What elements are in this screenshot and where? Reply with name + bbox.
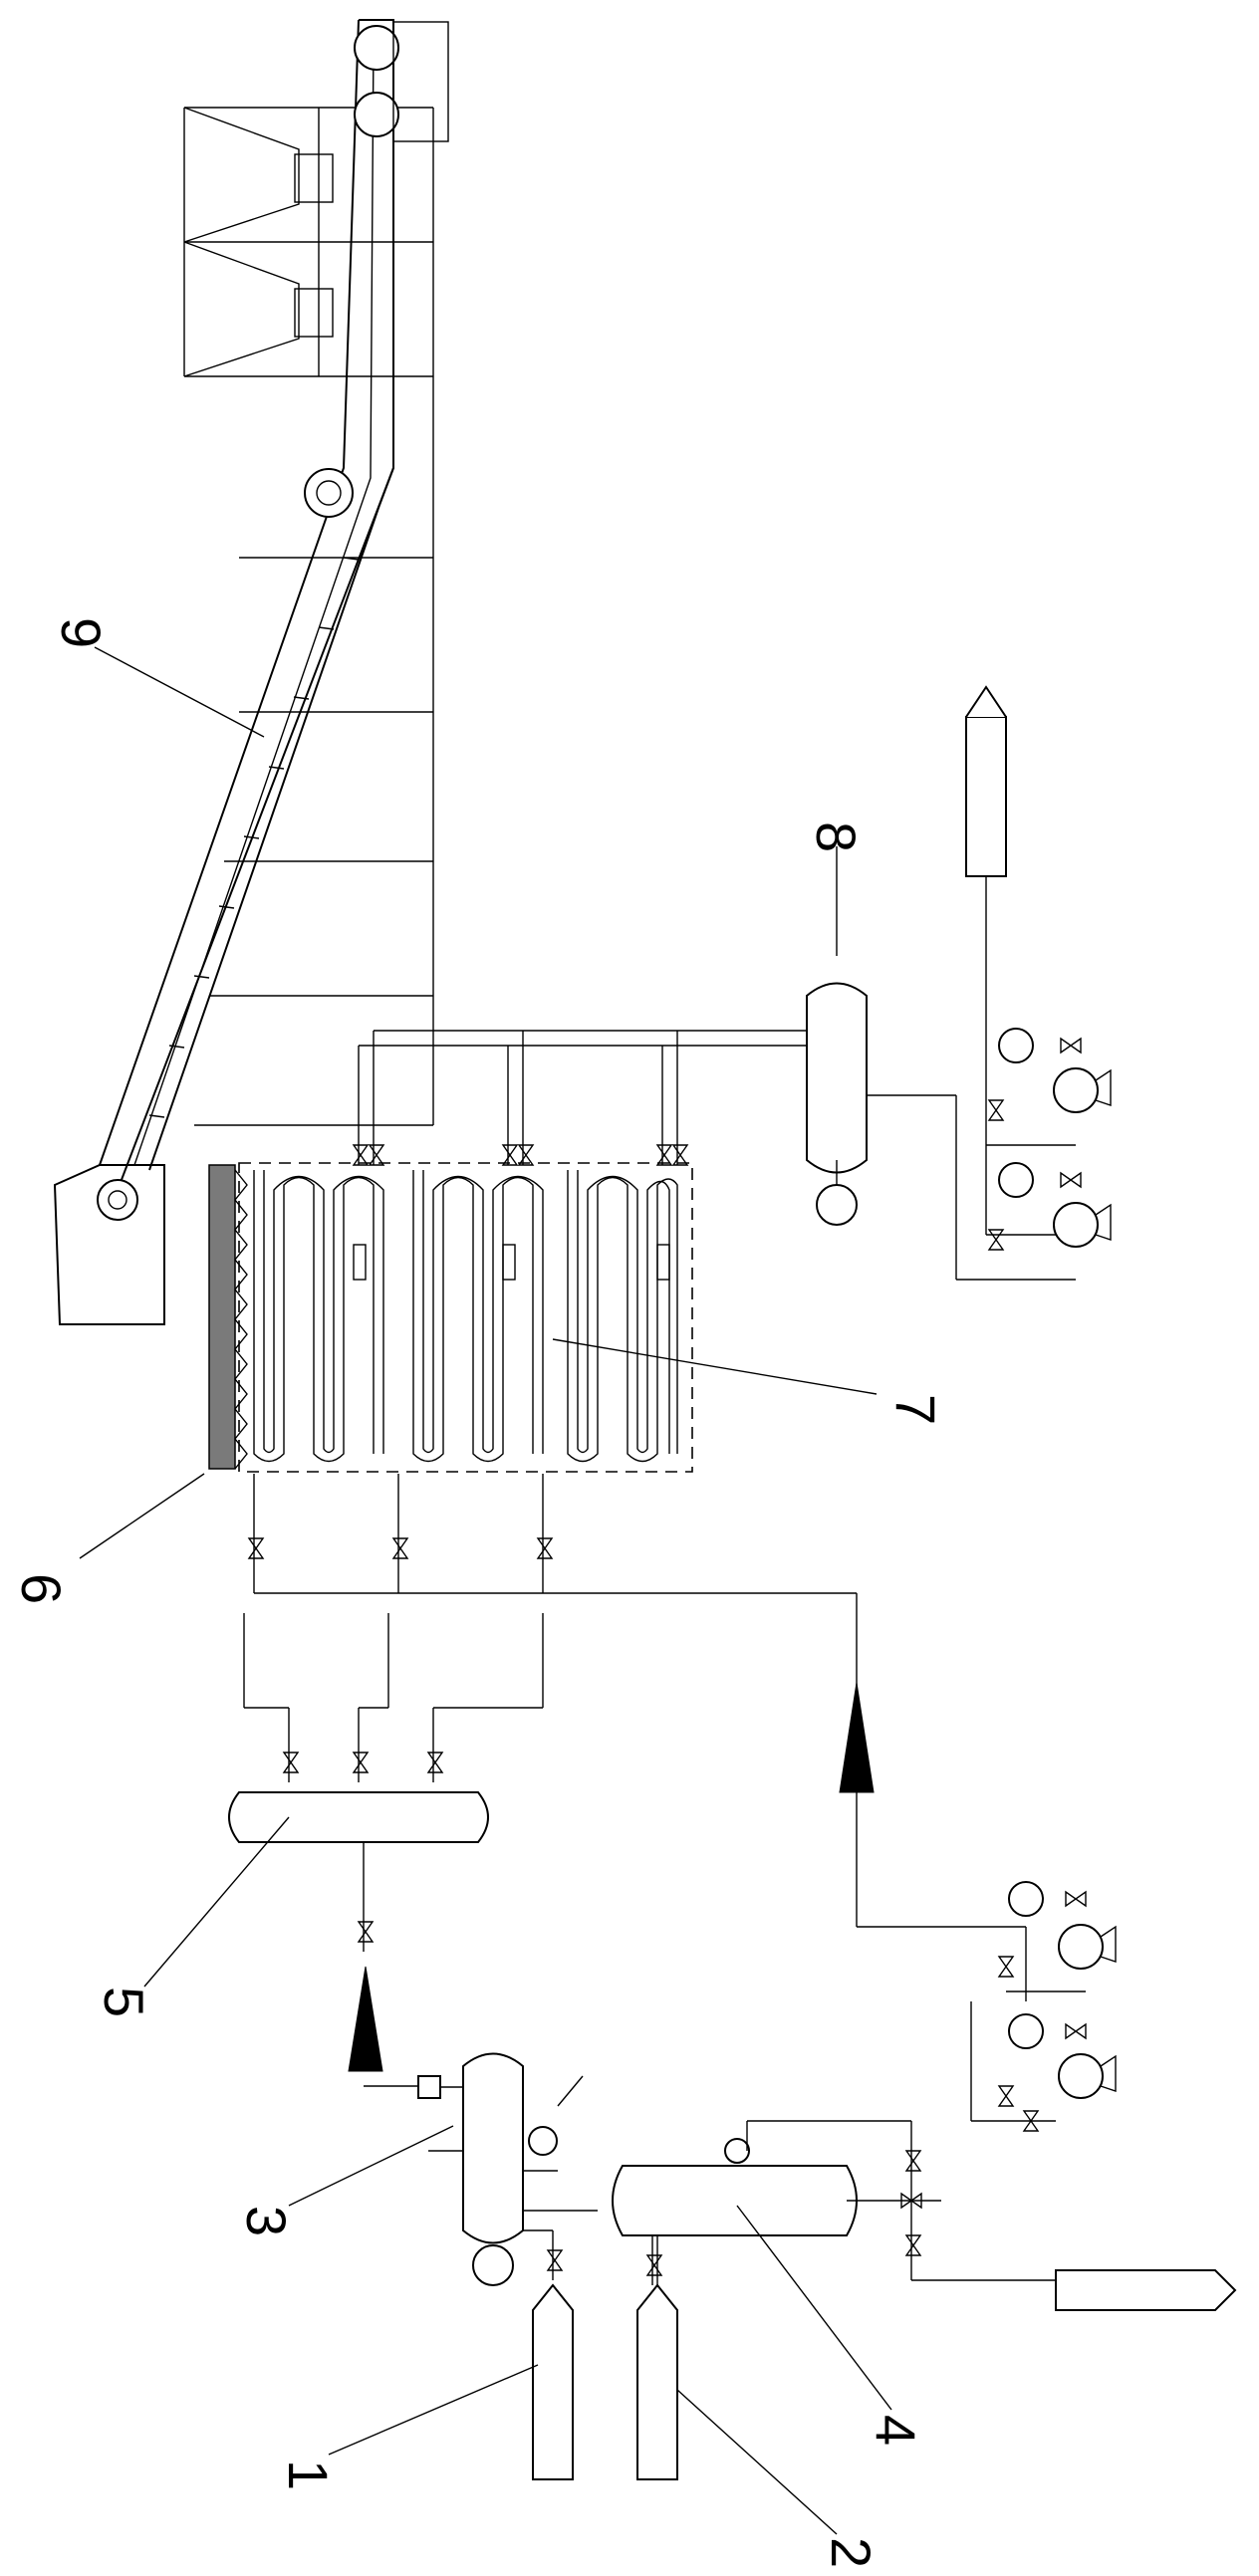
separator-vessel-8 xyxy=(806,982,1076,1281)
supply-manifold xyxy=(243,1474,857,1782)
dryer-bed xyxy=(208,1164,248,1470)
callout-3: 3 xyxy=(235,2206,298,2236)
pump-station-top xyxy=(965,685,1112,1251)
outlet-tank-right xyxy=(1055,2269,1237,2311)
callout-labels: 9 6 7 8 5 3 4 1 2 xyxy=(10,617,947,2568)
callout-9: 9 xyxy=(50,617,113,648)
callout-5: 5 xyxy=(93,1987,155,2017)
return-flow-arrow xyxy=(839,1593,1026,1928)
storage-tank-4 xyxy=(612,2120,1056,2285)
pump-station-bottom xyxy=(970,1881,1117,2132)
callout-4: 4 xyxy=(865,2415,927,2446)
leader-lines xyxy=(79,646,892,2535)
conveyor-assembly xyxy=(53,19,449,1325)
callout-6: 6 xyxy=(10,1573,73,1604)
callout-7: 7 xyxy=(884,1394,947,1425)
distributor-header-5 xyxy=(228,1791,489,2072)
callout-1: 1 xyxy=(277,2459,340,2490)
gas-cylinder-2 xyxy=(636,2235,678,2480)
gas-cylinder-1 xyxy=(532,2283,574,2480)
small-tank-3 xyxy=(364,2052,598,2286)
coil-heat-exchanger xyxy=(238,1162,693,1473)
callout-8: 8 xyxy=(805,821,868,852)
callout-2: 2 xyxy=(820,2537,882,2568)
steam-return-lines xyxy=(353,1030,807,1166)
